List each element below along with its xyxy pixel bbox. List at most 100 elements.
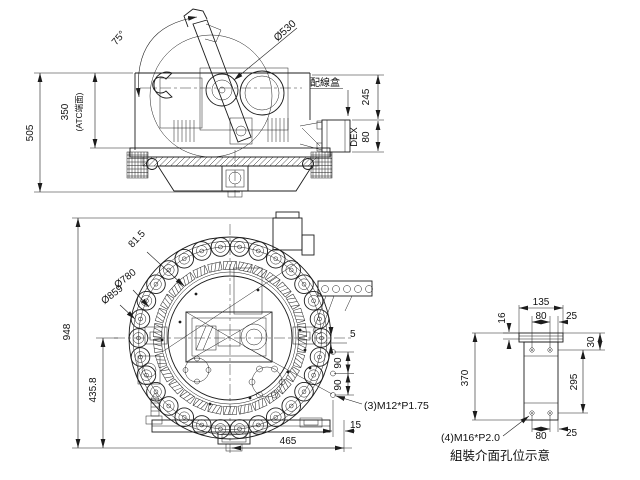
tool-pocket — [130, 347, 151, 367]
dim-80-top-label: 80 — [535, 311, 547, 322]
thread-m12-label: (3)M12*P1.75 — [364, 400, 429, 412]
interface-body — [523, 341, 559, 421]
rail-hatch — [142, 156, 318, 167]
dim-80-label: 80 — [361, 131, 372, 143]
chain-link — [160, 366, 175, 383]
chain-link — [152, 338, 163, 353]
roller-right — [302, 158, 314, 170]
end-block-left — [126, 151, 149, 179]
chain-link — [223, 406, 237, 415]
fin-block-right — [267, 118, 289, 142]
motor-flange — [301, 234, 315, 256]
chain-link — [179, 389, 196, 405]
pedestal — [157, 165, 313, 192]
dim-80-bottom-label: 80 — [535, 431, 547, 442]
chain-link — [292, 307, 306, 324]
dim-435-8-label: 435.8 — [88, 377, 99, 402]
chain-link — [207, 261, 223, 273]
dim-350-label: 350 — [60, 103, 71, 120]
dim-90-upper-label: 90 — [333, 357, 344, 369]
tool-pocket — [281, 260, 301, 280]
chain-link — [276, 281, 292, 298]
dex-label: DEX — [349, 127, 360, 147]
interface-flange — [518, 332, 564, 343]
bolt-circle-1 — [248, 365, 286, 399]
front-view: 948 435.8 81.5 Ø780 Ø859 5 — [62, 211, 429, 453]
m12-callout: (3)M12*P1.75 — [335, 395, 429, 412]
tool-pocket — [210, 237, 231, 257]
tool-pocket — [281, 396, 301, 416]
dim-505-label: 505 — [25, 124, 36, 141]
thread-m16-label: (4)M16*P2.0 — [441, 432, 500, 444]
chain-link — [192, 265, 209, 279]
dim-5: 5 — [318, 327, 356, 354]
tool-pocket — [174, 407, 194, 427]
atc-note-label: (ATC端面) — [74, 92, 84, 131]
dim-75deg: 75° — [110, 16, 198, 98]
roller-left — [146, 158, 158, 170]
motor-box — [272, 217, 303, 251]
index-gear — [239, 70, 285, 116]
diagonal-line-1 — [161, 261, 299, 353]
chain-link — [264, 271, 281, 287]
tool-pocket — [128, 328, 149, 348]
interface-caption: 組裝介面孔位示意 — [450, 448, 550, 463]
dim-465-label: 465 — [280, 436, 297, 447]
tool-pocket — [311, 328, 332, 348]
dim-465: 465 — [232, 436, 344, 451]
wiring-box-label: 配線盒 — [310, 76, 340, 89]
chain-link — [168, 281, 184, 298]
dim-295-label: 295 — [569, 373, 580, 390]
side-bracket-left — [144, 326, 168, 345]
tool-pocket — [303, 365, 324, 385]
tool-pocket — [248, 241, 269, 261]
dim-370-label: 370 — [460, 369, 471, 386]
cam-follower-bracket — [312, 280, 373, 335]
dim-5-label: 5 — [350, 329, 356, 340]
dim-16: 16 — [497, 312, 519, 349]
dim-30-label: 30 — [586, 336, 597, 348]
chain-link — [297, 338, 308, 353]
dim-135: 135 — [518, 297, 564, 333]
chain-link — [154, 352, 168, 369]
arm-gripper-jaw — [204, 23, 222, 43]
swing-circle — [149, 34, 273, 158]
tool-pocket — [266, 407, 286, 427]
dia-530-label: Ø530 — [271, 18, 298, 44]
chain-link — [207, 403, 223, 415]
bolt-dots — [160, 288, 312, 406]
chain-link — [251, 397, 268, 411]
bolt-circle-2 — [182, 355, 212, 385]
mount-plate — [159, 77, 203, 129]
tool-pocket — [146, 274, 166, 294]
chain-link — [264, 389, 281, 405]
dim-81-5-label: 81.5 — [127, 228, 149, 250]
cam-gear — [205, 73, 239, 107]
motor-cap — [275, 211, 300, 219]
dim-295-30: 295 30 — [558, 332, 605, 414]
dim-25-top-label: 25 — [566, 311, 578, 322]
dim-505: 505 — [25, 72, 240, 193]
interface-view: 135 80 25 16 370 — [441, 297, 605, 463]
tool-pocket — [294, 382, 314, 402]
base-plate — [129, 147, 331, 158]
end-block-right — [310, 151, 333, 179]
chain-link — [168, 378, 184, 395]
dim-90-90: 90 90 — [333, 351, 354, 396]
leader-dia859: Ø859 — [99, 283, 136, 320]
chain-link — [285, 293, 300, 310]
dim-80-25-bottom: 80 25 — [531, 415, 578, 442]
dim-135-label: 135 — [533, 297, 550, 308]
gearbox-plate — [199, 67, 289, 131]
center-housing — [185, 267, 273, 363]
tool-pocket — [309, 347, 330, 367]
chain-link — [160, 293, 175, 310]
tool-pocket — [174, 249, 194, 269]
arm-gripper-top — [183, 8, 208, 28]
chain-link — [152, 323, 163, 338]
dim-350: 350 (ATC端面) — [60, 73, 133, 149]
dim-948-label: 948 — [62, 323, 73, 340]
tool-pocket — [294, 274, 314, 294]
m16-callout: (4)M16*P2.0 — [441, 415, 530, 444]
tool-pocket — [159, 396, 179, 416]
